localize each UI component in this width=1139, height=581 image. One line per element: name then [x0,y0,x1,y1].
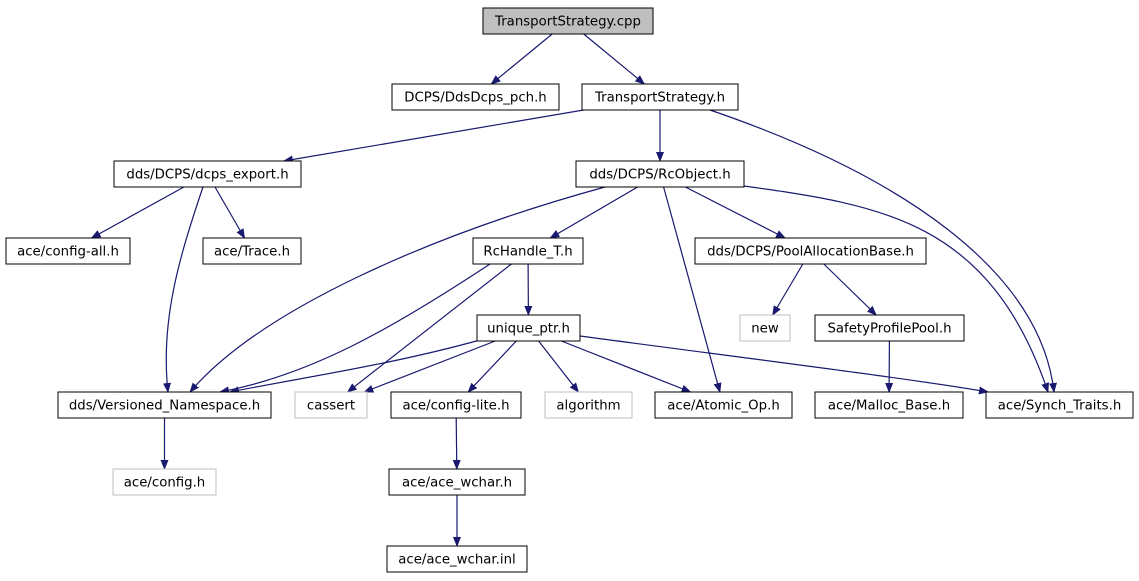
node-box [388,468,526,496]
node-label: SafetyProfilePool.h [827,322,951,337]
node-safetyprofilepool_h[interactable]: SafetyProfilePool.h [814,314,965,342]
node-label: ace/config.h [124,476,205,491]
edge-dds_dcps_dcps_export_h-to-dds_versioned_namespace_h [163,186,204,393]
node-ace_config_lite_h[interactable]: ace/config-lite.h [390,391,522,419]
node-label: dds/DCPS/RcObject.h [589,168,730,183]
node-label: ace/ace_wchar.h [402,476,512,491]
node-label: ace/config-lite.h [402,399,509,414]
node-label: ace/ace_wchar.inl [398,553,515,568]
node-box [294,391,368,419]
node-box [544,391,633,419]
edge-unique_ptr_h-to-algorithm [538,340,580,393]
edge-transportstrategy_cpp-to-transportstrategy_h [583,33,646,85]
node-box [694,237,927,265]
edge-rchandle_t_h-to-dds_versioned_namespace_h [219,263,491,395]
node-label: TransportStrategy.cpp [494,15,641,30]
node-label: RcHandle_T.h [483,245,572,260]
node-ace_ace_wchar_h[interactable]: ace/ace_wchar.h [388,468,526,496]
node-box [814,391,964,419]
node-label: algorithm [556,399,620,414]
edge-unique_ptr_h-to-cassert [363,340,496,393]
edge-transportstrategy_h-to-dds_dcps_dcps_export_h [282,109,584,164]
node-label: new [751,322,779,337]
edge-transportstrategy_h-to-ace_synch_traits_h [709,109,1057,393]
node-ace_synch_traits_h[interactable]: ace/Synch_Traits.h [985,391,1134,419]
edge-rchandle_t_h-to-cassert [346,263,512,393]
node-unique_ptr_h[interactable]: unique_ptr.h [476,314,581,342]
node-transportstrategy_cpp[interactable]: TransportStrategy.cpp [482,7,654,35]
node-ace_trace_h[interactable]: ace/Trace.h [202,237,302,265]
node-label: cassert [307,399,355,414]
node-label: ace/Trace.h [214,245,290,260]
node-new: new [739,314,791,342]
node-label: dds/Versioned_Namespace.h [69,399,260,414]
node-box [57,391,272,419]
edge-unique_ptr_h-to-ace_synch_traits_h [579,335,989,395]
node-ace_config_h: ace/config.h [112,468,217,496]
node-box [814,314,965,342]
node-box [391,83,560,111]
node-label: DCPS/DdsDcps_pch.h [404,91,546,106]
node-rchandle_t_h[interactable]: RcHandle_T.h [472,237,584,265]
node-box [575,160,745,188]
node-label: ace/Synch_Traits.h [998,399,1122,414]
edge-dds_dcps_rcobject_h-to-ace_atomic_op_h [663,186,722,393]
edge-transportstrategy_cpp-to-dcps_ddsdcps_pch_h [490,33,553,85]
node-box [654,391,793,419]
edge-dds_dcps_dcps_export_h-to-ace_trace_h [214,186,246,239]
edge-unique_ptr_h-to-dds_versioned_namespace_h [229,339,481,395]
node-dds_versioned_namespace_h[interactable]: dds/Versioned_Namespace.h [57,391,272,419]
node-ace_malloc_base_h[interactable]: ace/Malloc_Base.h [814,391,964,419]
node-dcps_ddsdcps_pch_h[interactable]: DCPS/DdsDcps_pch.h [391,83,560,111]
edge-unique_ptr_h-to-ace_atomic_op_h [561,340,692,393]
node-box [202,237,302,265]
edge-dds_dcps_rcobject_h-to-dds_dcps_poolallocationbase_h [685,186,786,239]
node-dds_dcps_rcobject_h[interactable]: dds/DCPS/RcObject.h [575,160,745,188]
edge-unique_ptr_h-to-ace_config_lite_h [467,340,517,393]
node-box [112,468,217,496]
node-box [113,160,302,188]
node-label: dds/DCPS/PoolAllocationBase.h [707,245,914,260]
node-transportstrategy_h[interactable]: TransportStrategy.h [581,83,739,111]
node-box [739,314,791,342]
node-ace_ace_wchar_inl[interactable]: ace/ace_wchar.inl [386,545,528,573]
node-ace_atomic_op_h[interactable]: ace/Atomic_Op.h [654,391,793,419]
node-dds_dcps_dcps_export_h[interactable]: dds/DCPS/dcps_export.h [113,160,302,188]
edge-dds_dcps_rcobject_h-to-rchandle_t_h [549,186,639,239]
edge-dds_dcps_dcps_export_h-to-ace_config_all_h [90,186,185,239]
node-box [985,391,1134,419]
node-box [5,237,131,265]
edge-dds_dcps_poolallocationbase_h-to-safetyprofilepool_h [823,263,877,316]
node-box [390,391,522,419]
node-cassert: cassert [294,391,368,419]
edges-layer [90,33,1057,547]
node-label: ace/Atomic_Op.h [667,399,780,414]
node-ace_config_all_h[interactable]: ace/config-all.h [5,237,131,265]
node-label: ace/Malloc_Base.h [828,399,950,414]
node-box [386,545,528,573]
edge-dds_dcps_rcobject_h-to-ace_synch_traits_h [743,185,1049,393]
node-box [581,83,739,111]
edge-dds_dcps_poolallocationbase_h-to-new [772,263,804,316]
node-box [482,7,654,35]
node-label: unique_ptr.h [487,322,570,337]
node-algorithm: algorithm [544,391,633,419]
node-box [476,314,581,342]
node-dds_dcps_poolallocationbase_h[interactable]: dds/DCPS/PoolAllocationBase.h [694,237,927,265]
edge-dds_dcps_rcobject_h-to-dds_versioned_namespace_h [189,186,606,393]
node-label: ace/config-all.h [17,245,119,260]
node-label: TransportStrategy.h [594,91,725,106]
node-box [472,237,584,265]
node-label: dds/DCPS/dcps_export.h [126,168,288,183]
edge-ace_config_lite_h-to-ace_ace_wchar_h [452,417,461,470]
